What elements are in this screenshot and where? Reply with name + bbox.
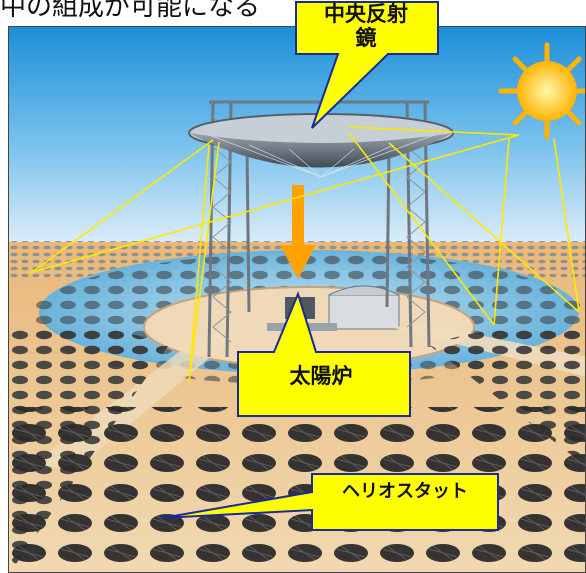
downward-arrow-icon <box>280 185 316 279</box>
label-central-reflector: 中央反射鏡 <box>324 2 408 51</box>
sun-ray-lines <box>28 126 580 383</box>
sun-icon <box>498 42 585 140</box>
label-heliostat: ヘリオスタット <box>342 481 468 502</box>
label-solar-furnace: 太陽炉 <box>289 364 353 388</box>
top-caption-fragment: 中の組成が可能になる <box>0 0 261 22</box>
